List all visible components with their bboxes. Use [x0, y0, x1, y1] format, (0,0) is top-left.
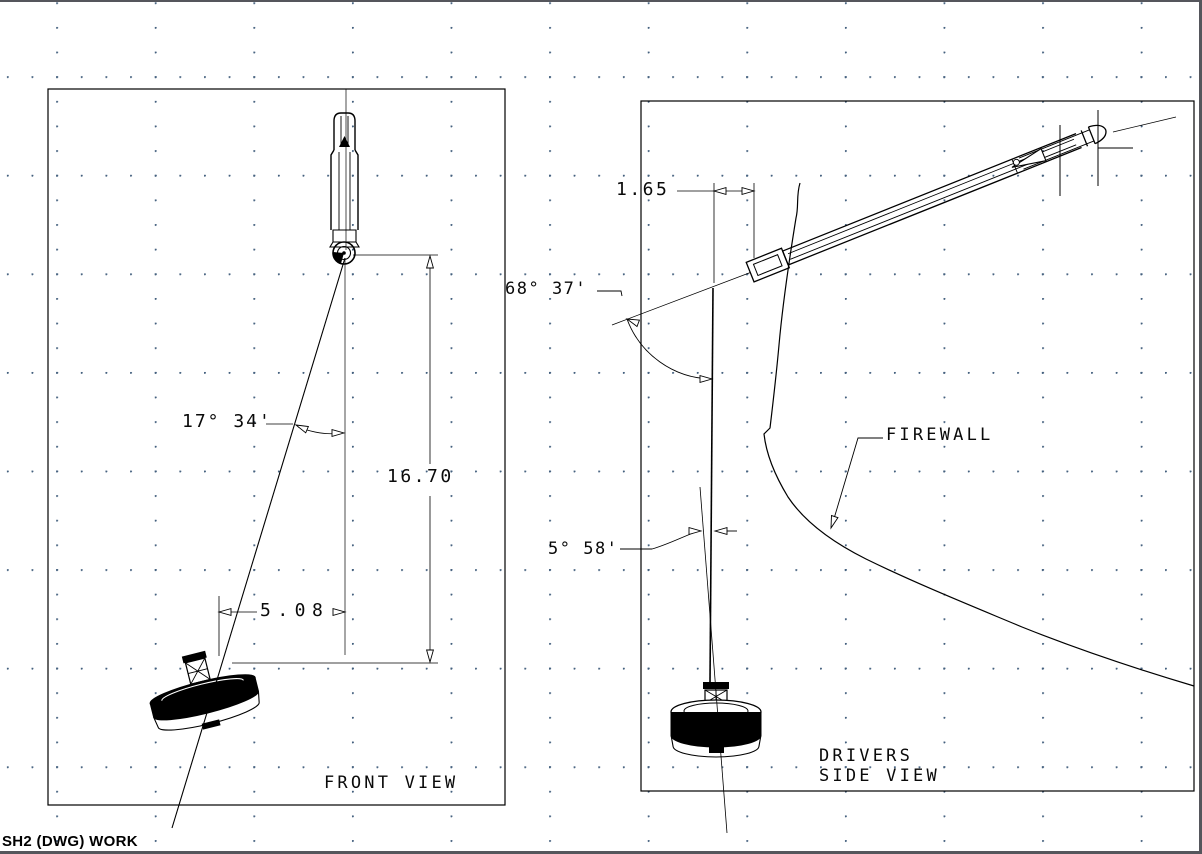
dim-arrow-down [426, 649, 434, 663]
side-dim-bend-angle [597, 290, 712, 380]
window-right-edge [1199, 0, 1202, 854]
angle-arrow-2 [714, 527, 728, 535]
window-top-edge [0, 0, 1202, 2]
side-view [597, 100, 1195, 834]
front-view [47, 88, 506, 829]
front-knob [329, 112, 360, 248]
firewall-label: FIREWALL [886, 425, 994, 445]
side-view-frame [640, 100, 1195, 792]
angle-arrow-2 [699, 375, 713, 383]
front-offset-dim-label: 5.08 [260, 600, 330, 621]
angle-arrow-1 [688, 527, 702, 535]
side-tip-datum-lines [1059, 110, 1133, 196]
angle-arrow-2 [331, 429, 345, 437]
dim-arrow-left [218, 608, 232, 616]
front-base [149, 650, 260, 731]
side-lower-rod [709, 287, 714, 683]
angle-arrow-1 [294, 421, 309, 434]
dim-arrow-right [332, 608, 346, 616]
side-dim-offset [677, 183, 755, 283]
side-lean-angle-dim-label: 5° 58' [548, 539, 619, 559]
front-rod-line [171, 257, 346, 829]
firewall-curve [763, 182, 1195, 687]
front-height-dim-label: 16.70 [387, 466, 454, 487]
side-dim-lean-angle [620, 530, 737, 550]
window-bottom-edge [0, 851, 1202, 854]
front-view-frame [47, 88, 506, 806]
dim-arrow-right [741, 187, 755, 195]
drawing-status-label: SH2 (DWG) WORK [2, 833, 138, 850]
leader-arrow [827, 515, 839, 530]
dim-arrow-left [713, 187, 727, 195]
side-view-title-line1: DRIVERS [819, 746, 914, 766]
side-axis-extension [611, 269, 758, 326]
side-upper-rod [745, 124, 1107, 283]
side-bend-angle-dim-label: 68° 37' [505, 279, 588, 299]
front-view-title: FRONT VIEW [324, 773, 459, 793]
side-offset-dim-label: 1.65 [616, 179, 670, 200]
dim-arrow-up [426, 255, 434, 269]
firewall-leader [832, 437, 883, 523]
front-angle-dim-label: 17° 34' [182, 411, 272, 432]
side-base-axis-line [699, 486, 728, 834]
front-dim-height [232, 254, 438, 664]
side-base [670, 682, 762, 758]
side-view-title-line2: SIDE VIEW [819, 766, 940, 786]
side-tip-axis [1112, 116, 1177, 133]
